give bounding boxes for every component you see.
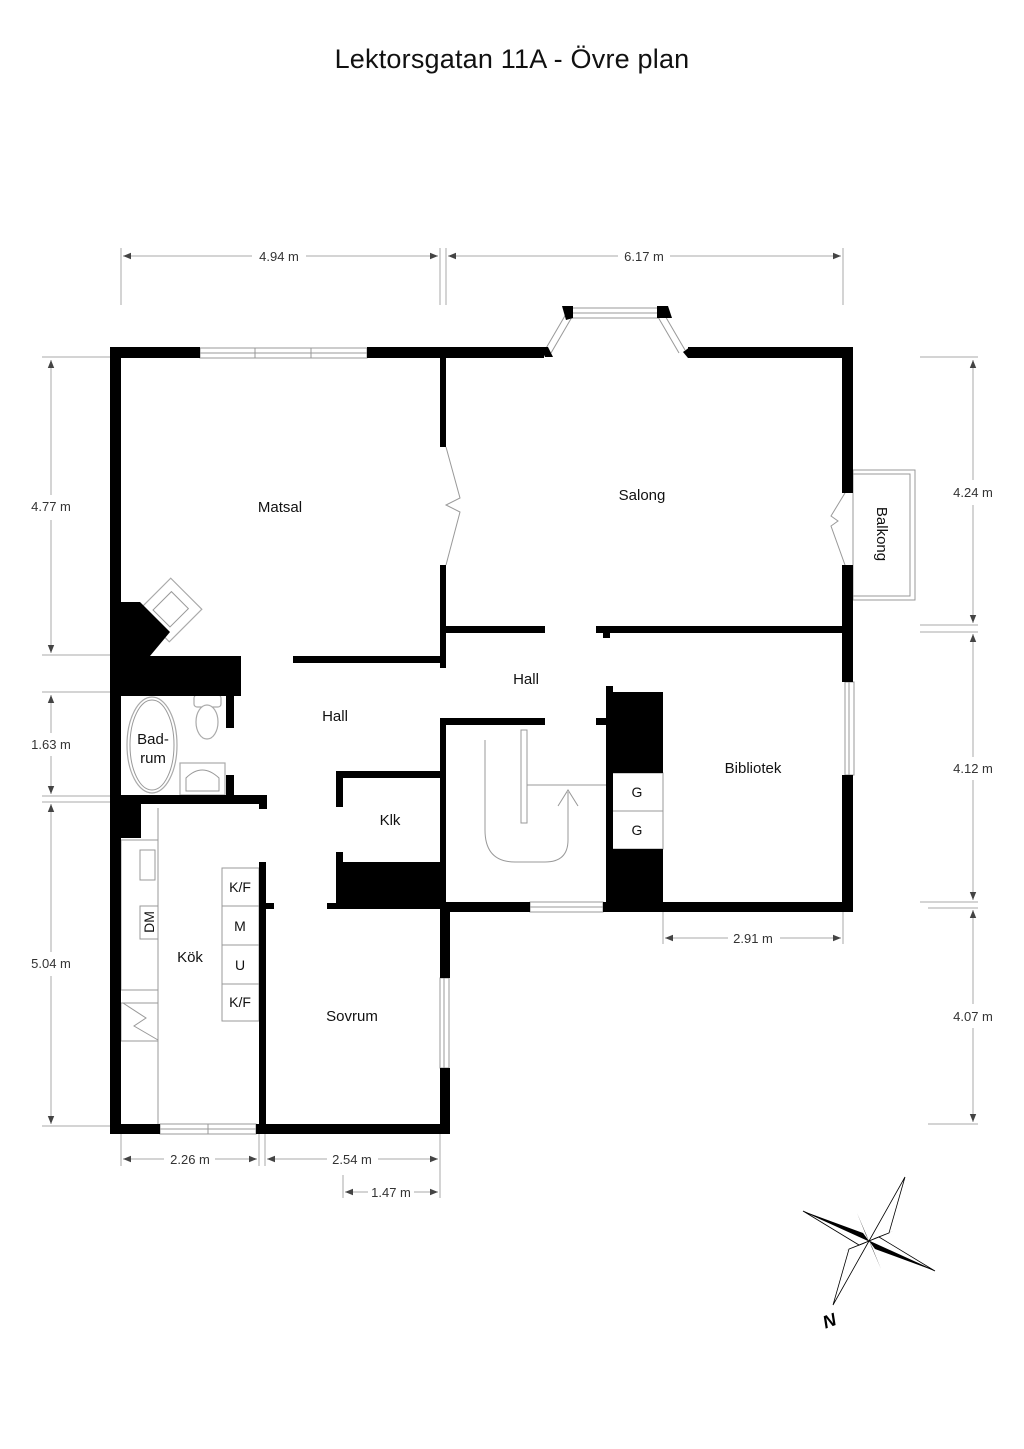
room-label-badrum-2: rum xyxy=(140,750,166,767)
room-label-balkong: Balkong xyxy=(873,507,890,561)
appliance-label-kf-bottom: K/F xyxy=(229,994,251,1010)
dim-bottom-sovrum-window: 1.47 m xyxy=(371,1185,411,1200)
dim-top-right: 6.17 m xyxy=(624,249,664,264)
appliance-label-g-bottom: G xyxy=(632,822,643,838)
room-label-matsal: Matsal xyxy=(258,499,302,516)
appliance-label-m: M xyxy=(234,918,246,934)
plan-title: Lektorsgatan 11A - Övre plan xyxy=(334,44,690,74)
doors xyxy=(444,446,846,566)
dim-bibliotek-width: 2.91 m xyxy=(733,931,773,946)
appliance-label-kf-top: K/F xyxy=(229,879,251,895)
walls xyxy=(110,306,853,1134)
compass-rose-icon: N xyxy=(802,1176,936,1333)
room-label-kok: Kök xyxy=(177,949,203,966)
room-label-salong: Salong xyxy=(619,487,666,504)
room-label-klk: Klk xyxy=(380,812,401,829)
toilet-icon xyxy=(193,694,222,740)
appliance-label-u: U xyxy=(235,957,245,973)
stove-lightning-icon xyxy=(122,1002,159,1041)
appliance-label-dm: DM xyxy=(141,911,157,933)
staircase-icon xyxy=(484,729,606,863)
appliance-labels: DM K/F M U K/F G G xyxy=(141,784,642,1010)
dim-left-top: 4.77 m xyxy=(31,499,71,514)
dim-left-bottom: 5.04 m xyxy=(31,956,71,971)
dim-right-top: 4.24 m xyxy=(953,485,993,500)
dim-top-left: 4.94 m xyxy=(259,249,299,264)
dim-left-middle: 1.63 m xyxy=(31,737,71,752)
appliance-label-g-top: G xyxy=(632,784,643,800)
compass-north-label: N xyxy=(820,1309,840,1333)
dimension-lines xyxy=(42,248,978,1198)
sink-icon xyxy=(179,762,226,796)
bathtub-icon xyxy=(126,696,178,794)
room-labels: Matsal Salong Balkong Hall Hall Bibliote… xyxy=(137,487,890,1025)
room-label-hall-left: Hall xyxy=(322,708,348,725)
dim-right-middle: 4.12 m xyxy=(953,761,993,776)
room-label-sovrum: Sovrum xyxy=(326,1008,378,1025)
dim-right-bottom: 4.07 m xyxy=(953,1009,993,1024)
dimension-labels: 4.94 m 6.17 m 4.77 m 1.63 m 5.04 m 4.24 … xyxy=(31,249,993,1200)
room-label-badrum-1: Bad- xyxy=(137,731,169,748)
dim-bottom-kok: 2.26 m xyxy=(170,1152,210,1167)
dim-bottom-sovrum: 2.54 m xyxy=(332,1152,372,1167)
room-label-bibliotek: Bibliotek xyxy=(725,760,782,777)
room-label-hall-center: Hall xyxy=(513,671,539,688)
